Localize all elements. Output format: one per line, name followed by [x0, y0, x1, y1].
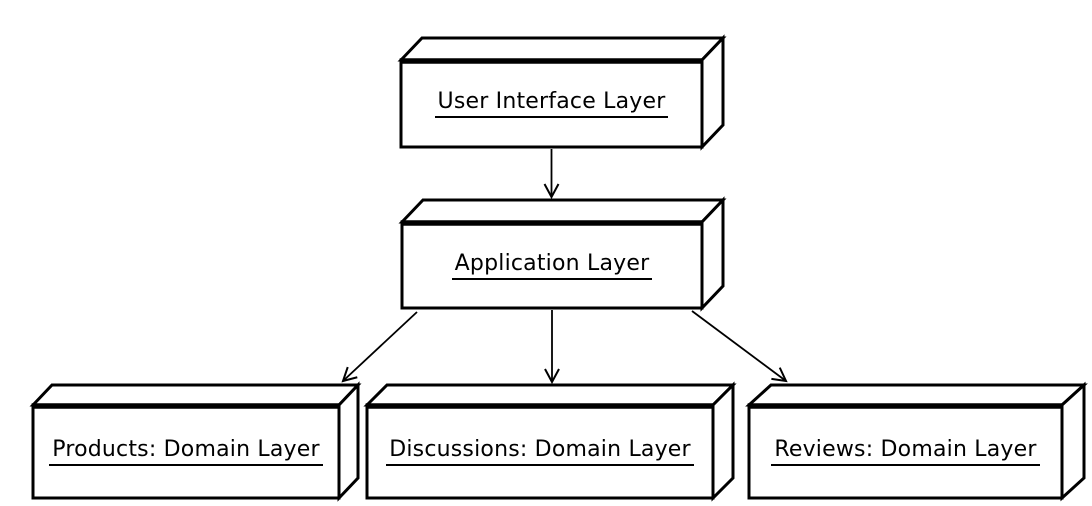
node-shape-reviews-domain-layer: [745, 381, 1088, 502]
node-shape-products-domain-layer: [29, 381, 362, 502]
edge-application-to-reviews: [691, 310, 788, 383]
node-shape-application-layer: [398, 196, 727, 312]
node-shape-discussions-domain-layer: [363, 381, 737, 502]
node-shape-user-interface-layer: [397, 34, 727, 151]
edge-application-to-products: [341, 311, 418, 383]
